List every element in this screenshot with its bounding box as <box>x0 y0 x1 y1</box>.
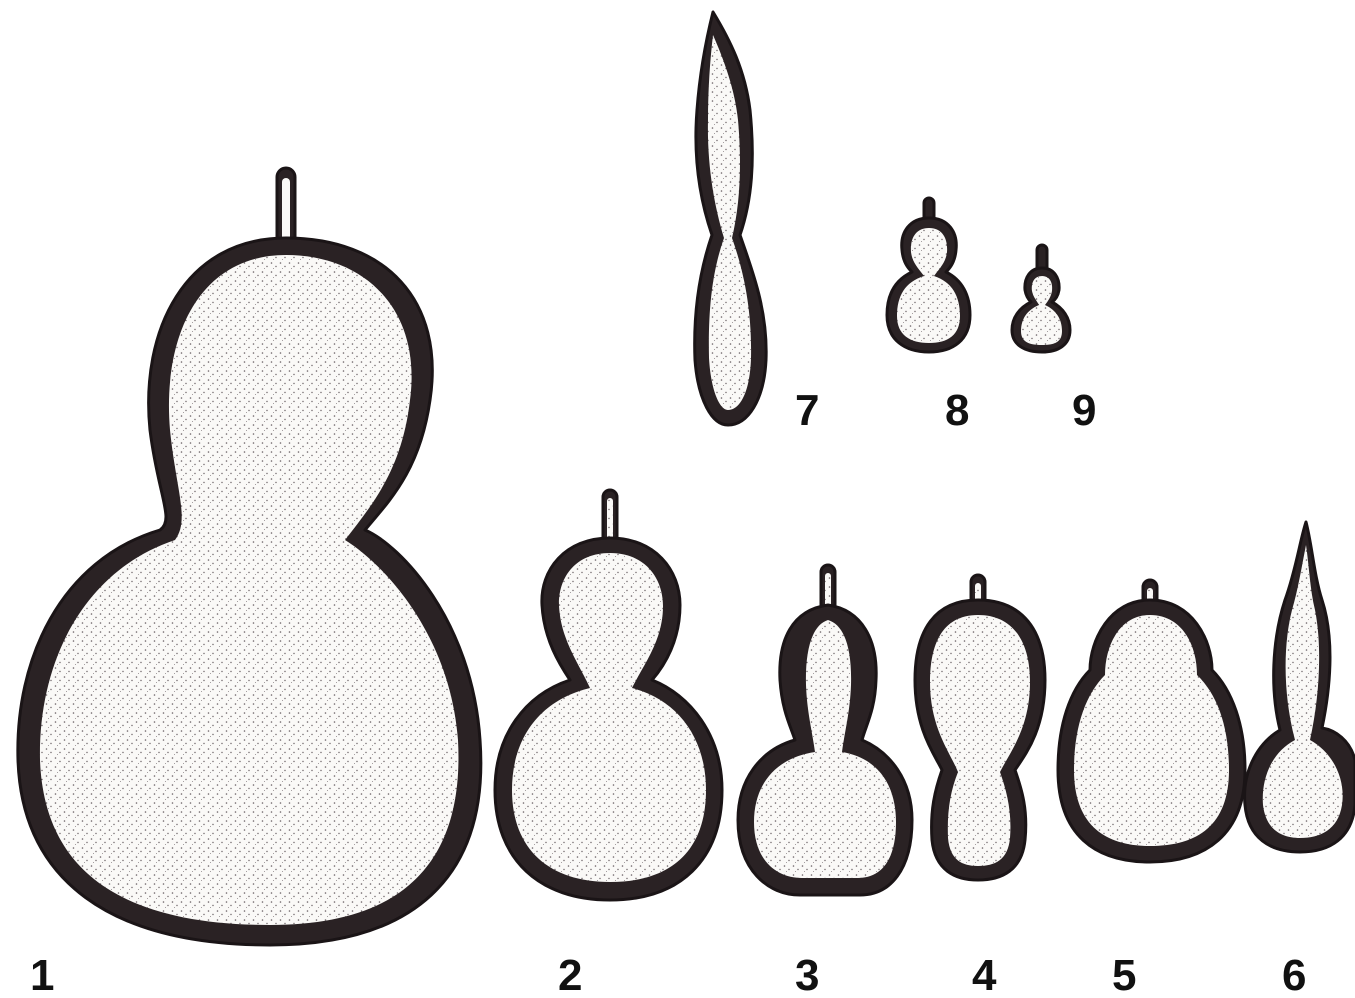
specimen-label-1: 1 <box>30 951 54 998</box>
specimen-label-7: 7 <box>795 386 819 435</box>
specimen-label-3: 3 <box>795 951 819 998</box>
specimen-4-gourd <box>915 575 1045 880</box>
specimen-1-gourd <box>18 168 481 945</box>
specimen-2-gourd <box>495 490 722 900</box>
specimen-label-6: 6 <box>1282 951 1306 998</box>
specimen-label-2: 2 <box>558 951 582 998</box>
specimen-6-gourd <box>1245 522 1355 852</box>
specimen-label-9: 9 <box>1072 386 1096 435</box>
specimen-label-8: 8 <box>945 386 969 435</box>
specimen-label-5: 5 <box>1112 951 1136 998</box>
specimen-5-gourd <box>1058 580 1245 862</box>
specimen-9-gourd <box>1012 245 1070 352</box>
specimen-label-4: 4 <box>972 951 997 998</box>
specimen-8-gourd <box>887 198 970 352</box>
specimen-3-gourd <box>738 565 912 895</box>
specimen-7-gourd <box>695 12 767 425</box>
